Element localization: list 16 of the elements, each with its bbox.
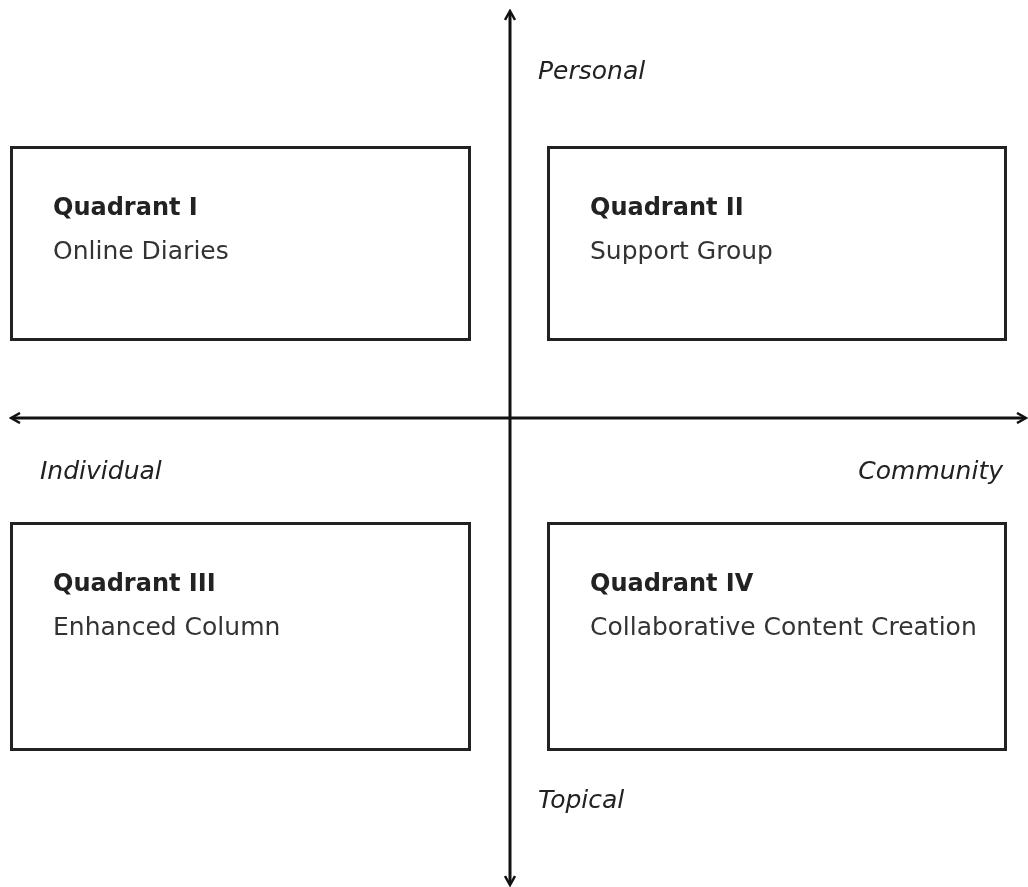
quadrant-box: [547, 522, 1007, 751]
quadrant-heading: Quadrant III: [53, 569, 216, 597]
quadrant-description: Online Diaries: [53, 235, 230, 267]
quadrant-description: Enhanced Column: [53, 611, 282, 643]
quadrant-box: [10, 146, 471, 341]
quadrant-heading: Quadrant II: [590, 193, 744, 221]
axis-label: Community: [858, 456, 1003, 485]
quadrant-heading: Quadrant I: [53, 193, 198, 221]
quadrant-description: Collaborative Content Creation: [590, 611, 978, 643]
axis-label: Personal: [538, 56, 646, 85]
quadrant-box: [547, 146, 1007, 341]
quadrant-description: Support Group: [590, 235, 774, 267]
axis-label: Topical: [538, 785, 625, 814]
axis-label: Individual: [40, 456, 162, 485]
quadrant-box: [10, 522, 471, 751]
quadrant-heading: Quadrant IV: [590, 569, 754, 597]
